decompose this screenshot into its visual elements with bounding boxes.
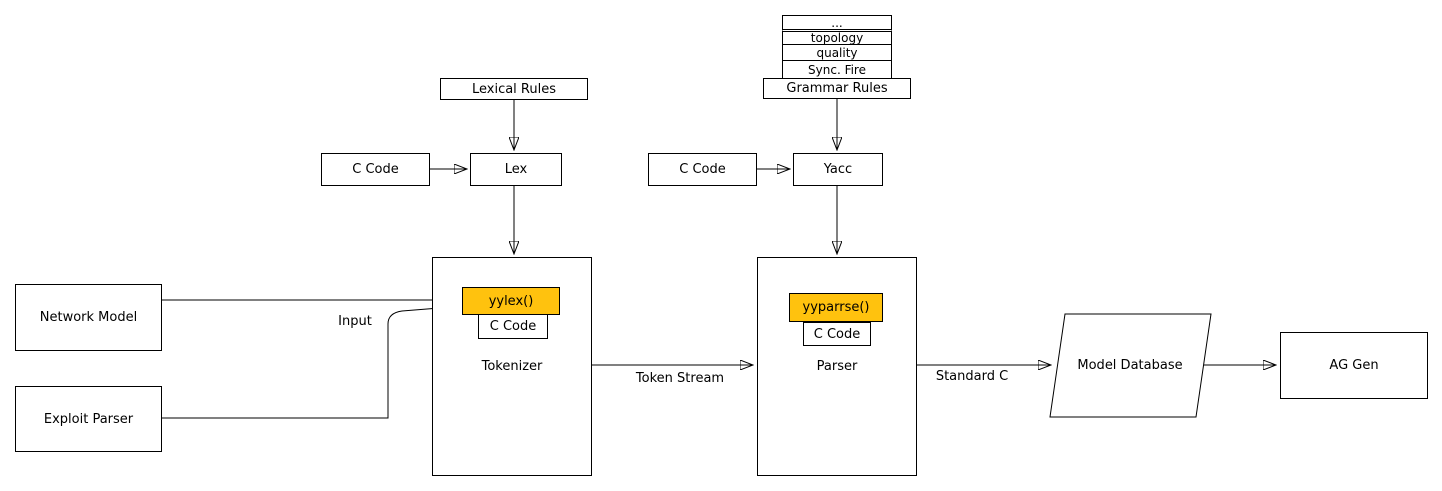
node-c-code-yacc: C Code	[648, 153, 757, 186]
tokenizer-label: Tokenizer	[481, 358, 543, 374]
node-label: yylex()	[488, 293, 534, 309]
stack-row-ellipsis: ...	[782, 15, 892, 32]
node-label: Lex	[504, 162, 528, 177]
node-yyparrse: yyparrse()	[789, 293, 883, 322]
stack-row-label: ...	[831, 15, 843, 30]
stack-row-label: quality	[816, 45, 858, 60]
stack-row-label: Sync. Fire	[808, 62, 866, 77]
node-lex: Lex	[470, 153, 562, 186]
stack-row-sync-fire: Sync. Fire	[782, 60, 892, 79]
node-yacc: Yacc	[793, 153, 883, 186]
node-c-code-parser: C Code	[803, 322, 871, 346]
node-label: Network Model	[39, 310, 138, 325]
node-label: Grammar Rules	[786, 81, 888, 96]
edge-exploit-parser-to-yylex	[162, 307, 452, 419]
stack-row-quality: quality	[782, 44, 892, 61]
stack-row-label: topology	[810, 31, 864, 45]
model-database-shape	[1049, 313, 1212, 418]
node-label: C Code	[352, 162, 399, 177]
node-label: Yacc	[823, 162, 853, 177]
node-grammar-rules: Grammar Rules	[763, 78, 911, 99]
edge-label-standard-c: Standard C	[935, 368, 1009, 384]
node-c-code-tokenizer: C Code	[478, 314, 548, 339]
node-network-model: Network Model	[15, 284, 162, 351]
node-label: C Code	[679, 162, 726, 177]
parser-label: Parser	[816, 358, 858, 374]
node-exploit-parser: Exploit Parser	[15, 386, 162, 452]
edge-label-input: Input	[338, 313, 372, 329]
node-label: Lexical Rules	[471, 81, 557, 97]
edge-label-token-stream: Token Stream	[635, 370, 725, 386]
node-ag-gen: AG Gen	[1280, 332, 1428, 399]
node-label: AG Gen	[1329, 358, 1379, 373]
stack-row-topology: topology	[782, 31, 892, 45]
node-label: C Code	[489, 319, 537, 334]
node-label: Exploit Parser	[43, 411, 134, 427]
node-label: C Code	[813, 326, 861, 342]
node-yylex: yylex()	[462, 287, 560, 315]
node-lexical-rules: Lexical Rules	[440, 78, 588, 100]
node-label: yyparrse()	[802, 300, 870, 315]
model-database-label: Model Database	[1077, 357, 1183, 373]
node-c-code-lex: C Code	[321, 153, 430, 186]
